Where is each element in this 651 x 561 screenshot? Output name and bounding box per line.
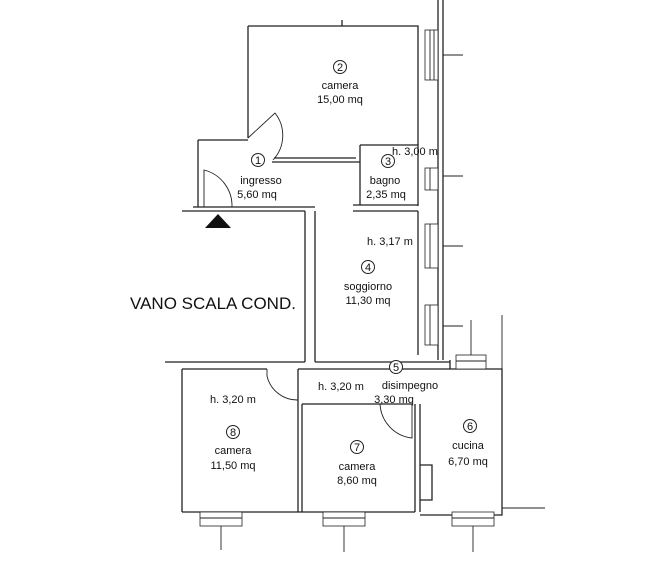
height-label-disimpegno: h. 3,20 m <box>318 381 364 393</box>
room-name: soggiorno <box>344 281 392 293</box>
room-number-circle <box>251 153 265 167</box>
room-labels: camera 15,00 mq ingresso 5,60 mq bagno 2… <box>210 80 487 487</box>
room-name: camera <box>322 80 360 92</box>
room-area: 5,60 mq <box>237 189 277 201</box>
height-label-bagno: h. 3,00 m <box>392 146 438 158</box>
room-name: camera <box>339 461 377 473</box>
room-number-circle <box>333 60 347 74</box>
room-number: 3 <box>385 156 391 168</box>
doors <box>203 112 413 439</box>
room-number-circle <box>361 260 375 274</box>
room-area: 3,30 mq <box>374 394 414 406</box>
room-area: 6,70 mq <box>448 456 488 468</box>
room-name: bagno <box>370 175 401 187</box>
room-area: 8,60 mq <box>337 475 377 487</box>
room-number: 2 <box>337 62 343 74</box>
room-number-circle <box>226 425 240 439</box>
room-name: disimpegno <box>382 380 438 392</box>
walls <box>165 0 545 516</box>
room-name: camera <box>215 445 253 457</box>
room-number-circle <box>350 440 364 454</box>
room-numbers: 2 1 3 4 5 6 7 8 <box>226 60 477 454</box>
height-label-camera: h. 3,20 m <box>210 394 256 406</box>
ceiling-heights: h. 3,00 m h. 3,17 m h. 3,20 m h. 3,20 m <box>210 146 438 406</box>
room-name: cucina <box>452 440 485 452</box>
windows <box>199 29 495 552</box>
stair-hall-label: VANO SCALA COND. <box>130 294 296 313</box>
room-area: 11,50 mq <box>210 460 255 472</box>
room-number: 8 <box>230 427 236 439</box>
entrance-arrow-icon <box>205 214 231 228</box>
room-area: 2,35 mq <box>366 189 406 201</box>
room-name: ingresso <box>240 175 282 187</box>
room-number: 4 <box>365 262 371 274</box>
room-area: 15,00 mq <box>317 94 363 106</box>
room-number-circle <box>381 154 395 168</box>
room-number: 1 <box>255 155 261 167</box>
room-number-circle <box>463 419 477 433</box>
room-number: 5 <box>393 362 399 374</box>
room-number-circle <box>389 360 403 374</box>
room-number: 6 <box>467 421 473 433</box>
room-number: 7 <box>354 442 360 454</box>
room-area: 11,30 mq <box>345 295 390 307</box>
height-label-soggiorno: h. 3,17 m <box>367 236 413 248</box>
